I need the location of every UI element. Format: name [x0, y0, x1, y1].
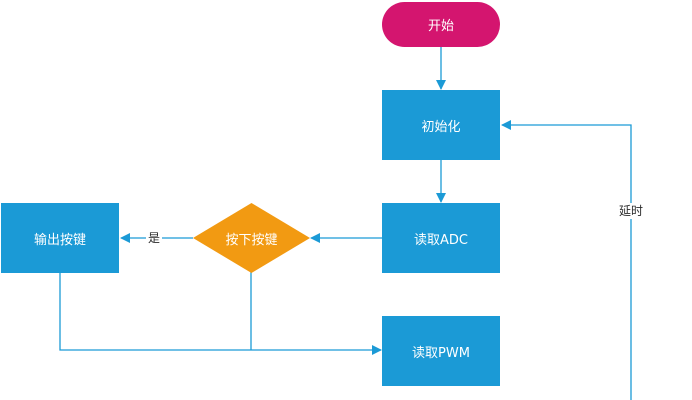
read-adc-node-label: 读取ADC	[414, 232, 468, 248]
init-node: 初始化	[382, 90, 500, 160]
output-key-node-label: 输出按键	[33, 232, 86, 248]
read-adc-node: 读取ADC	[382, 203, 500, 273]
init-node-label: 初始化	[421, 119, 461, 135]
output-key-node: 输出按键	[1, 203, 119, 273]
edge-label-yes: 是	[146, 230, 163, 246]
edge-delay-loop-to-init	[501, 120, 632, 400]
key-pressed-decision: 按下按键	[193, 203, 310, 273]
edge-output-key-to-read-pwm	[59, 273, 382, 355]
read-pwm-node: 读取PWM	[382, 316, 500, 386]
start-node: 开始	[382, 2, 500, 47]
read-pwm-node-label: 读取PWM	[412, 345, 470, 361]
edge-label-delay: 延时	[617, 203, 646, 219]
key-pressed-decision-label: 按下按键	[225, 232, 278, 248]
start-node-label: 开始	[427, 19, 454, 34]
decision-diamond-shape	[193, 203, 310, 273]
